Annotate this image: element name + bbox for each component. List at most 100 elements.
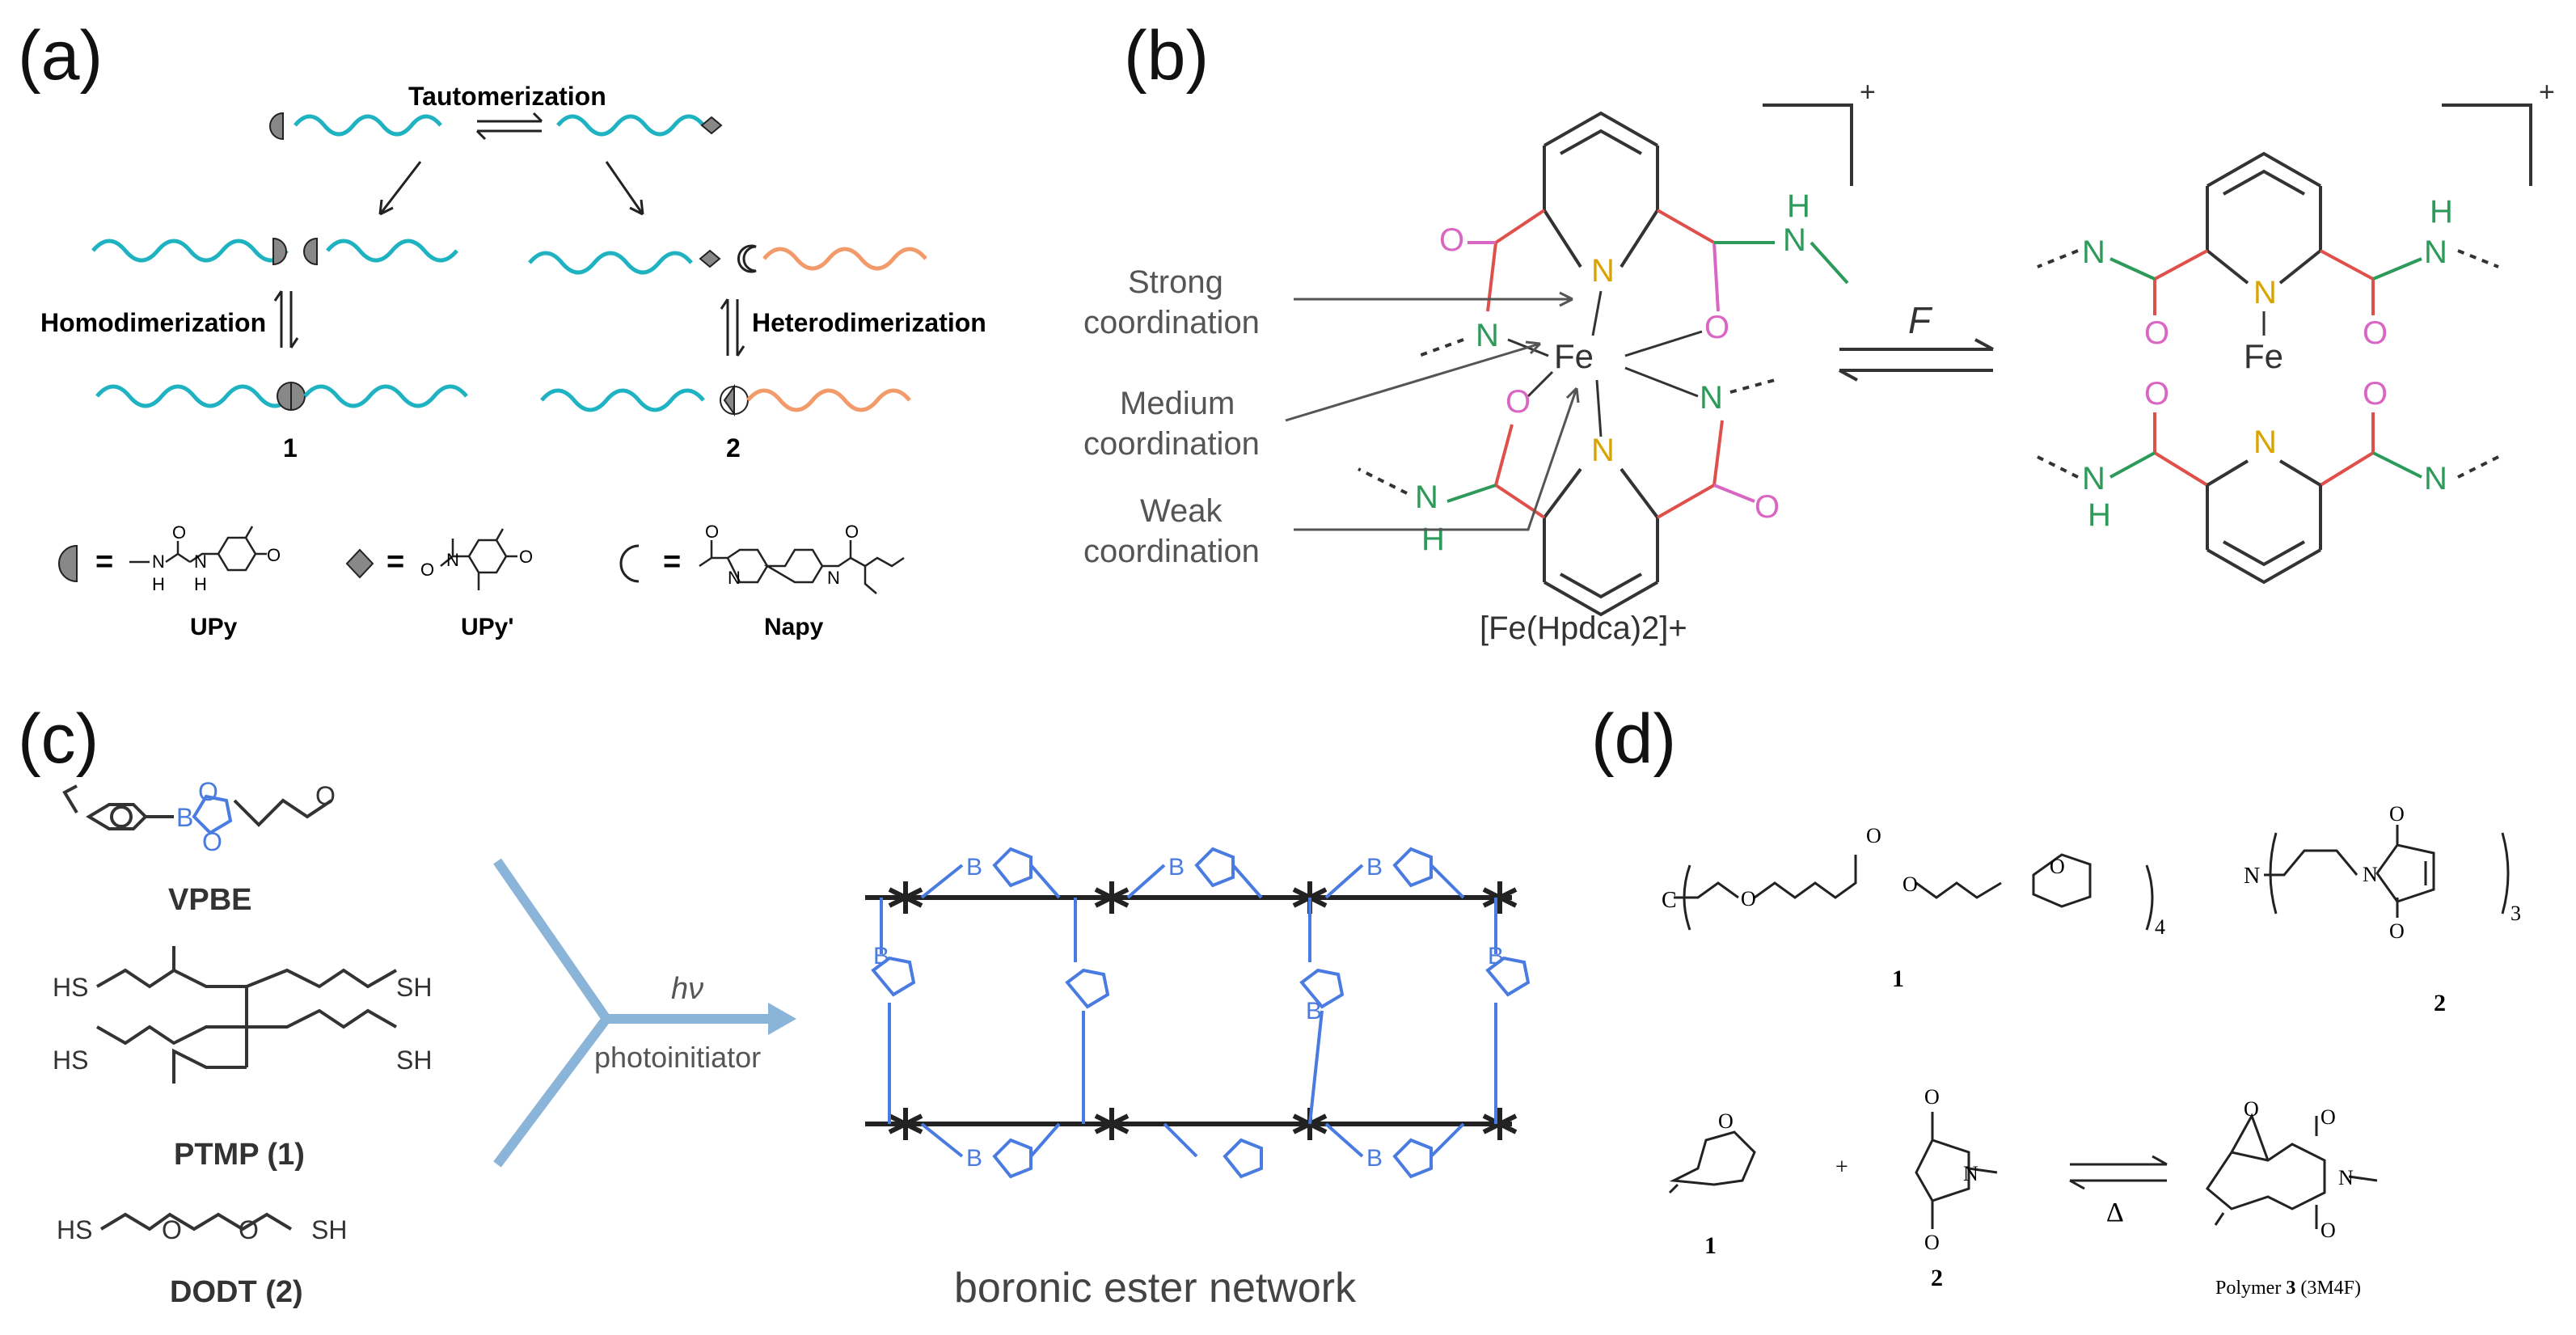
panel-c-label: (c) — [18, 700, 99, 778]
charge-label: + — [1860, 77, 1876, 108]
atom-o: O — [239, 1215, 259, 1244]
complex-name: [Fe(Hpdca)2]+ — [1480, 610, 1687, 646]
atom-b: B — [1168, 854, 1185, 881]
arrow — [378, 161, 422, 216]
polymer-chain — [326, 239, 458, 263]
vertical-equilibrium-arrow — [273, 290, 299, 349]
atom-o: O — [2389, 919, 2405, 943]
atom-o: O — [1505, 384, 1531, 420]
atom-b: B — [1488, 943, 1504, 970]
dashed-bond — [1358, 467, 1408, 495]
upy-symbol — [58, 544, 78, 583]
napy-end-group — [737, 244, 757, 273]
upy-napy-dimer-half — [723, 383, 735, 417]
atom-n: N — [2253, 425, 2277, 460]
napy-symbol — [619, 544, 640, 583]
polymer-chain — [556, 114, 705, 137]
compound-2-structure — [2264, 825, 2435, 918]
atom-o: O — [705, 522, 719, 542]
dodt-structure — [99, 1212, 293, 1231]
atom-o: O — [1866, 824, 1881, 847]
atom-o: O — [2144, 376, 2169, 412]
atom-sh: SH — [396, 1046, 432, 1075]
atom-h: H — [2088, 497, 2111, 533]
network-boronate-links — [871, 847, 1531, 1179]
photoinitiator-label: photoinitiator — [594, 1041, 761, 1074]
panel-c: (c) B O O O VPBE HS SH HS SH PTMP (1) HS… — [0, 663, 1585, 1335]
panel-b: (b) + N O O N H N Fe O N N O N — [1043, 0, 2576, 663]
atom-hs: HS — [53, 1046, 88, 1075]
reaction-arrow — [493, 858, 776, 1168]
network-backbone — [865, 881, 1518, 1140]
upy-prime-end-group — [700, 116, 723, 135]
weak-arrow — [1294, 387, 1580, 531]
dashed-bond — [1729, 378, 1776, 394]
upper-ligand — [2206, 151, 2322, 285]
atom-o: O — [162, 1215, 182, 1244]
atom-o: O — [315, 781, 336, 810]
eq-sign: = — [95, 545, 113, 579]
atom-n: N — [1415, 480, 1438, 515]
eq-sign: = — [386, 545, 404, 579]
maleimide-label: 2 — [1931, 1265, 1943, 1291]
upy-structure — [129, 526, 267, 572]
upy-end-group — [272, 237, 287, 266]
polymer-chain — [293, 114, 442, 137]
panel-d-label: (d) — [1591, 700, 1677, 778]
charge-bracket — [1763, 104, 1853, 186]
nh-bond — [2109, 451, 2422, 479]
compound-1-label: 1 — [1892, 965, 1904, 992]
compound-1-label: 1 — [283, 433, 298, 463]
hv-label: hν — [671, 972, 703, 1006]
atom-n: N — [1476, 318, 1499, 353]
maleimide-structure — [1915, 1112, 1998, 1229]
atom-n: N — [152, 551, 165, 572]
napy-name: Napy — [764, 614, 824, 640]
atom-h: H — [152, 574, 165, 594]
atom-h: H — [2430, 194, 2453, 230]
atom-h: H — [1421, 522, 1445, 557]
atom-n: N — [2424, 234, 2447, 270]
atom-n: N — [446, 550, 459, 570]
atom-sh: SH — [396, 973, 432, 1002]
charge-bracket — [2442, 104, 2532, 186]
top-pyridine-ring — [1543, 111, 1659, 210]
compound-2-label: 2 — [2434, 990, 2446, 1016]
compound-1-structure — [1674, 853, 2092, 908]
medium-arrow — [1285, 340, 1542, 422]
upy-prime-end-group — [699, 249, 721, 268]
atom-o: O — [2244, 1097, 2259, 1121]
atom-o: O — [1704, 310, 1729, 345]
atom-n: N — [2338, 1166, 2354, 1189]
reaction-arrowhead — [768, 1003, 796, 1035]
vpbe-boronate — [192, 794, 233, 835]
panel-b-label: (b) — [1124, 17, 1210, 95]
lower-ligand — [2206, 459, 2322, 585]
atom-h: H — [194, 574, 207, 594]
pyridine-n-bond — [1543, 209, 1659, 268]
dodt-name: DODT (2) — [170, 1275, 303, 1309]
nh-bond — [2109, 257, 2422, 281]
compound-2-label: 2 — [726, 433, 741, 463]
polymer-chain — [95, 384, 293, 408]
atom-sh: SH — [311, 1215, 347, 1244]
bottom-pyridine-ring — [1543, 467, 1659, 617]
atom-n: N — [2363, 863, 2378, 886]
atom-o: O — [198, 777, 218, 806]
dashed-bond — [1418, 338, 1464, 357]
panel-d: (d) C O O O O 4 1 N N O O 3 2 O 1 + — [1585, 663, 2576, 1335]
polymer-chain — [303, 384, 468, 408]
atom-o: O — [1439, 222, 1464, 258]
ptmp-structure — [96, 946, 397, 1084]
paren — [2269, 832, 2510, 915]
atom-n: N — [2082, 234, 2105, 270]
polymer-chain-guest — [746, 388, 911, 412]
subscript-4: 4 — [2155, 915, 2165, 939]
vpbe-structure — [62, 784, 333, 830]
atom-o: O — [1718, 1109, 1734, 1133]
network-caption: boronic ester network — [954, 1265, 1357, 1312]
upy-prime-structure — [440, 528, 517, 590]
panel-d-diagram: C O O O O 4 1 N N O O 3 2 O 1 + O — [1662, 802, 2521, 1299]
